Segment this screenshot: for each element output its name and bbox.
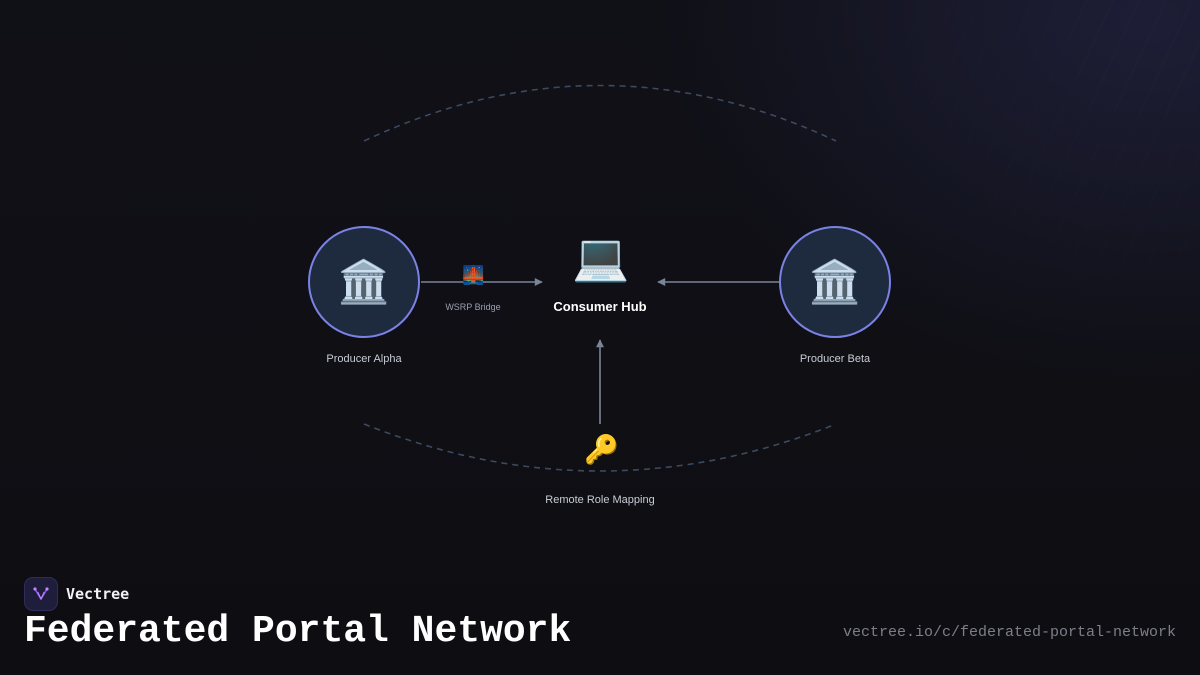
- dashed-orbit-top: [363, 84, 837, 142]
- brand-name: Vectree: [66, 585, 130, 603]
- bank-building-icon: 🏛️: [808, 258, 862, 305]
- dashed-orbit-bottom: [363, 423, 837, 472]
- producer-beta-node[interactable]: 🏛️: [779, 226, 891, 338]
- producer-beta-label: Producer Beta: [799, 353, 871, 365]
- bank-building-icon: 🏛️: [337, 258, 391, 305]
- consumer-hub-label: Consumer Hub: [553, 299, 647, 314]
- vectree-logo-icon: [24, 577, 58, 611]
- bridge-icon: 🌉: [462, 265, 485, 285]
- producer-alpha-label: Producer Alpha: [326, 353, 402, 365]
- remote-role-mapping-label: Remote Role Mapping: [545, 494, 655, 506]
- brand: Vectree: [24, 577, 129, 611]
- laptop-icon[interactable]: 💻: [572, 231, 630, 283]
- key-icon[interactable]: 🔑: [584, 434, 619, 465]
- page-url[interactable]: vectree.io/c/federated-portal-network: [842, 624, 1176, 641]
- page-title: Federated Portal Network: [24, 610, 572, 653]
- producer-alpha-node[interactable]: 🏛️: [308, 226, 420, 338]
- wsrp-bridge-label: WSRP Bridge: [445, 302, 501, 312]
